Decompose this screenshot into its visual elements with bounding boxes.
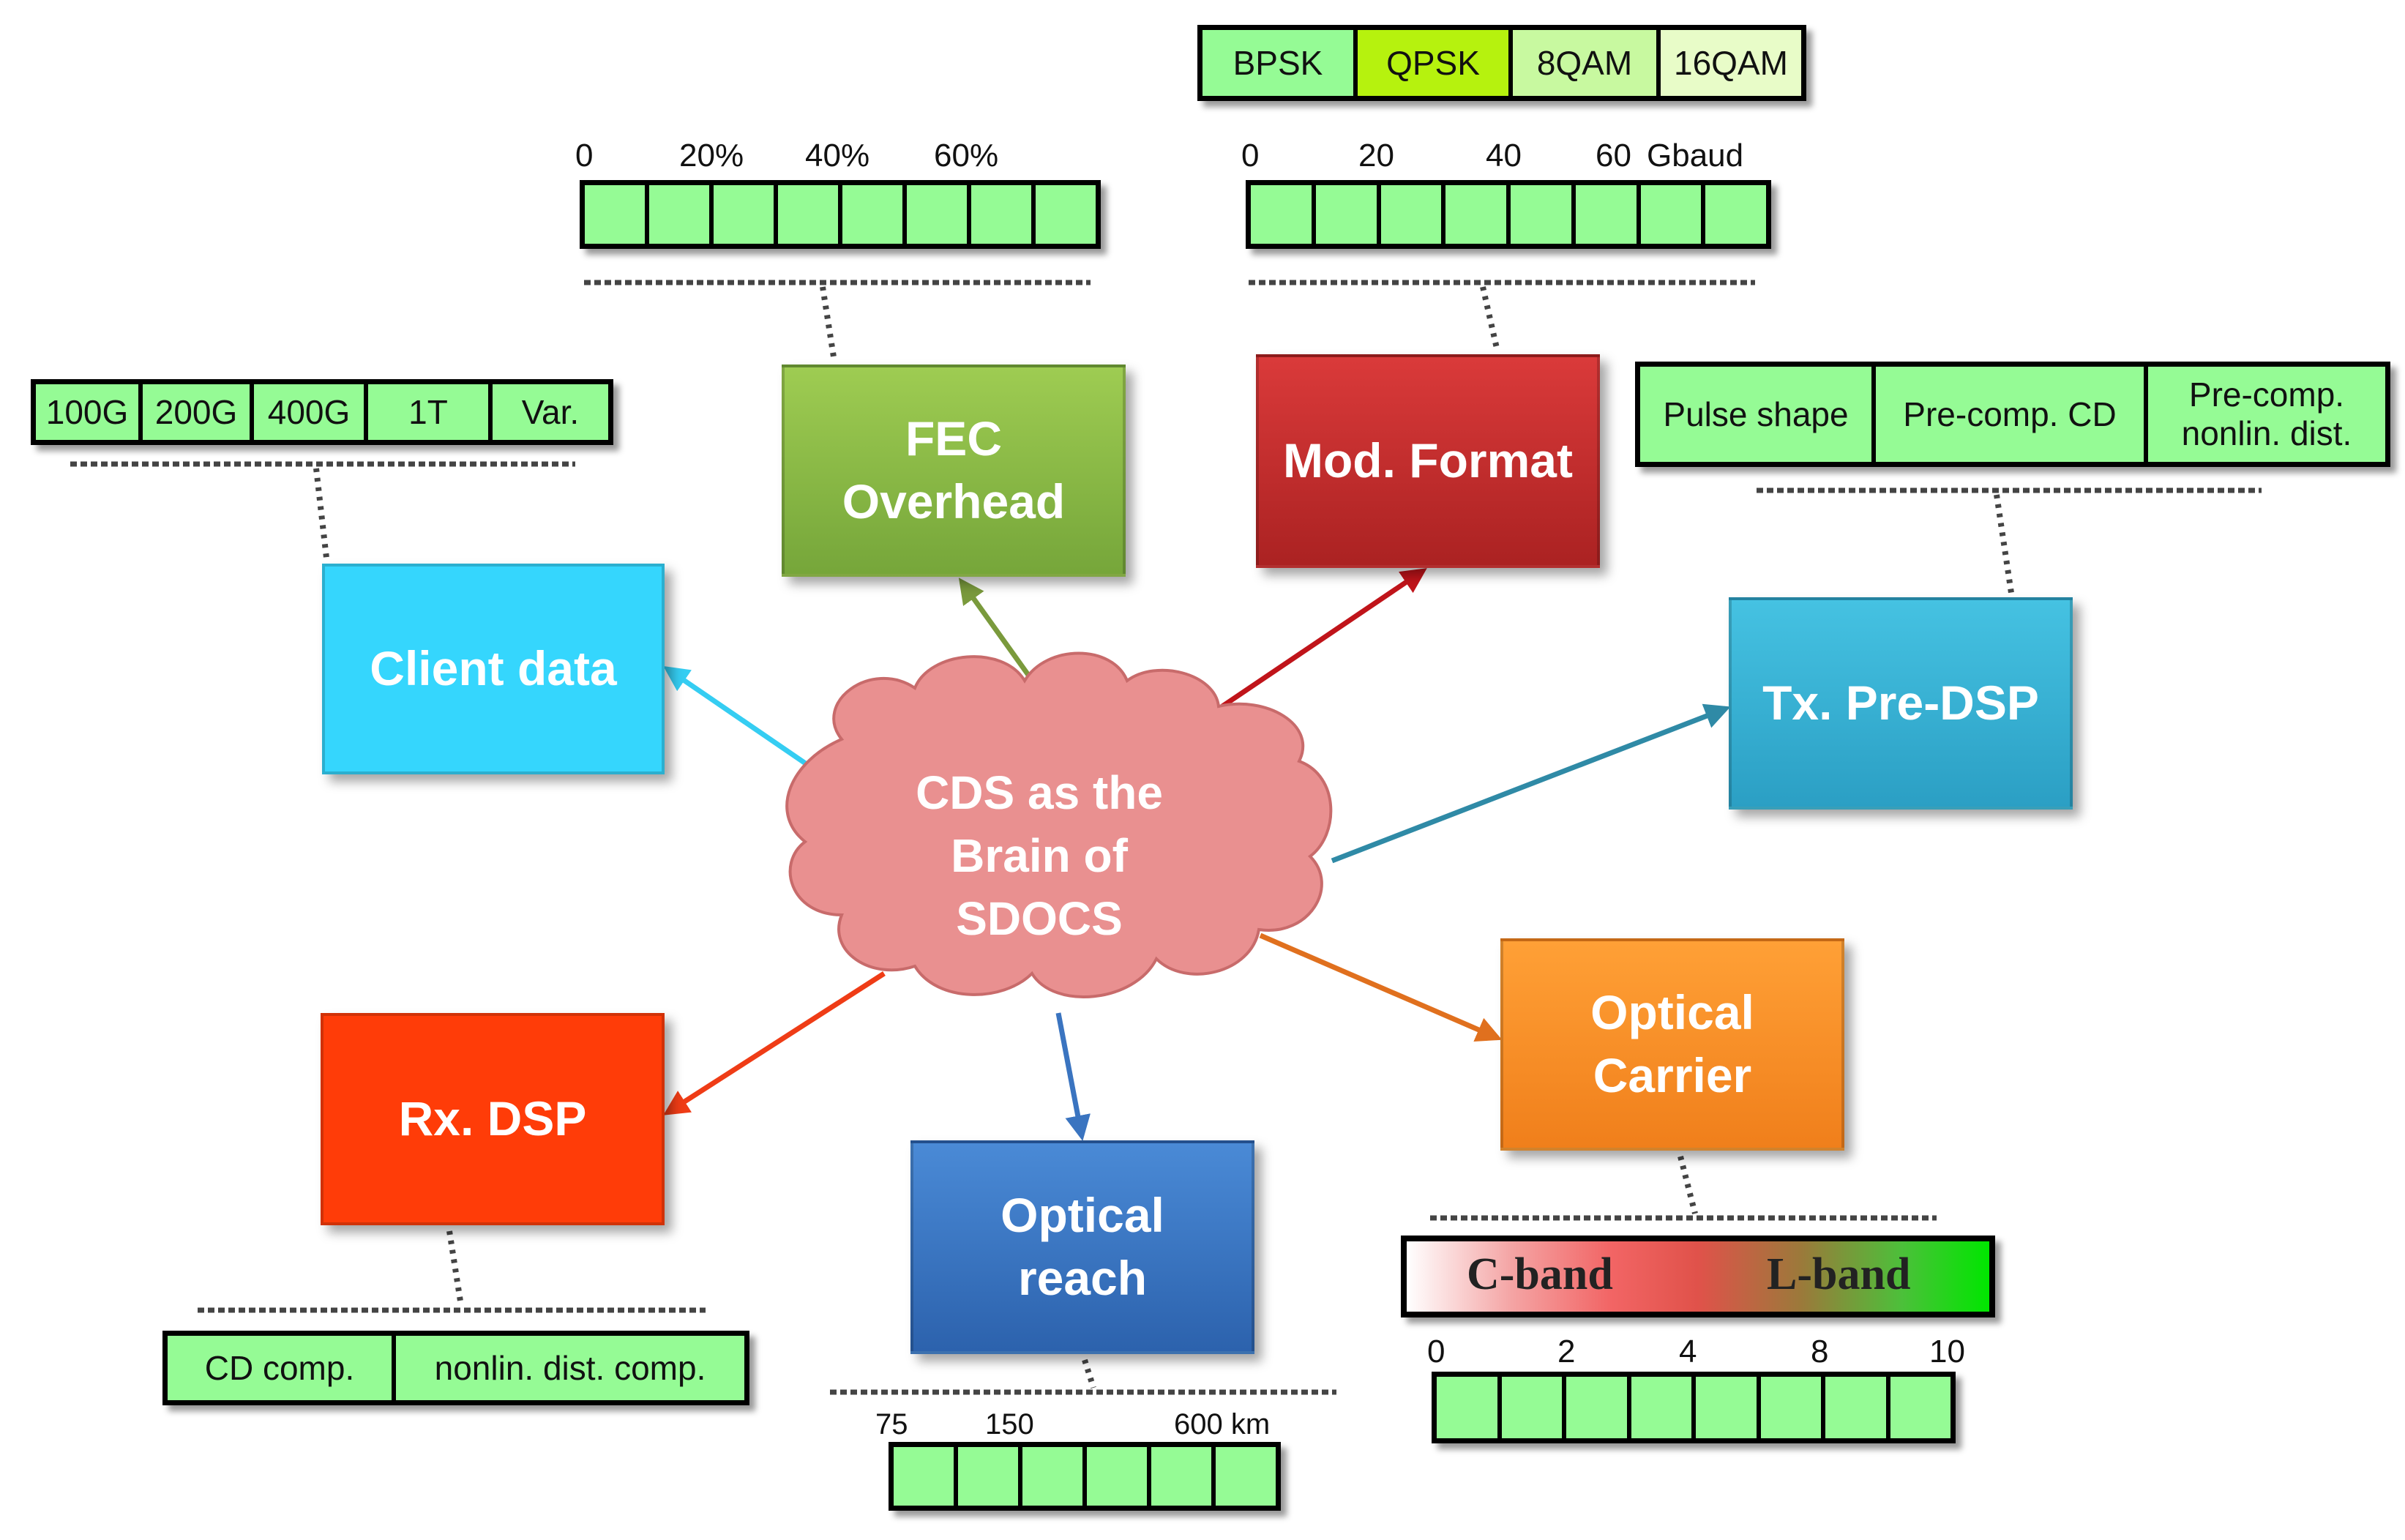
reach-scale-cell[interactable] xyxy=(1216,1447,1276,1506)
carrier-scale-cell[interactable] xyxy=(1696,1377,1761,1438)
tx-option[interactable]: Pulse shape xyxy=(1640,367,1876,462)
c-band-label: C-band xyxy=(1467,1249,1613,1299)
baud-scale-cell[interactable] xyxy=(1705,185,1766,244)
carrier-scale-cell[interactable] xyxy=(1890,1377,1950,1438)
baud-tick: 20 xyxy=(1358,138,1394,173)
reach-scale-cell[interactable] xyxy=(894,1447,958,1506)
carrier-tick: 0 xyxy=(1427,1334,1445,1369)
baud-tick: 60 xyxy=(1596,138,1631,173)
carrier-scale-bar xyxy=(1432,1372,1956,1443)
mod-formats-bar: BPSK QPSK 8QAM 16QAM xyxy=(1197,25,1806,101)
rx-option[interactable]: nonlin. dist. comp. xyxy=(396,1336,744,1400)
baud-scale-cell[interactable] xyxy=(1315,185,1381,244)
baud-tick: 0 xyxy=(1241,138,1260,173)
baud-scale-cell[interactable] xyxy=(1575,185,1641,244)
fec-scale-cell[interactable] xyxy=(842,185,907,244)
arrow-to-mod xyxy=(1221,568,1427,709)
dotted-connectors xyxy=(313,286,2014,1389)
client-options-bar: 100G 200G 400G 1T Var. xyxy=(31,379,613,445)
optical-carrier-node[interactable]: Optical Carrier xyxy=(1500,938,1844,1151)
center-cloud-label: CDS as the Brain of SDOCS xyxy=(916,766,1163,945)
rx-options-bar: CD comp. nonlin. dist. comp. xyxy=(162,1331,749,1405)
rx-dsp-node[interactable]: Rx. DSP xyxy=(321,1013,665,1225)
l-band-label: L-band xyxy=(1767,1249,1911,1299)
baud-unit: Gbaud xyxy=(1647,138,1744,173)
arrow-to-tx xyxy=(1331,703,1731,864)
fec-scale-cell[interactable] xyxy=(585,185,649,244)
baud-scale-cell[interactable] xyxy=(1380,185,1446,244)
baud-scale-cell[interactable] xyxy=(1511,185,1576,244)
fec-scale-cell[interactable] xyxy=(907,185,971,244)
tx-pre-dsp-node[interactable]: Tx. Pre-DSP xyxy=(1729,597,2073,810)
reach-scale-cell[interactable] xyxy=(1087,1447,1151,1506)
fec-tick: 40% xyxy=(805,138,870,173)
baud-scale-bar xyxy=(1246,180,1771,249)
carrier-tick: 8 xyxy=(1811,1334,1829,1369)
reach-tick: 75 xyxy=(875,1408,908,1440)
arrow-to-rx xyxy=(663,971,886,1115)
fec-scale-bar xyxy=(580,180,1101,249)
carrier-scale-cell[interactable] xyxy=(1825,1377,1890,1438)
carrier-scale-cell[interactable] xyxy=(1501,1377,1566,1438)
reach-tick: 150 xyxy=(985,1408,1034,1440)
reach-scale-cell[interactable] xyxy=(1022,1447,1087,1506)
reach-tick: 600 km xyxy=(1174,1408,1271,1440)
reach-scale-cell[interactable] xyxy=(1151,1447,1216,1506)
baud-scale-cell[interactable] xyxy=(1251,185,1316,244)
fec-tick: 0 xyxy=(575,138,594,173)
fec-scale-cell[interactable] xyxy=(971,185,1036,244)
carrier-scale-cell[interactable] xyxy=(1631,1377,1696,1438)
fec-tick: 60% xyxy=(934,138,999,173)
mod-format-option[interactable]: QPSK xyxy=(1358,30,1513,96)
mod-format-option[interactable]: BPSK xyxy=(1202,30,1358,96)
baud-scale-cell[interactable] xyxy=(1445,185,1511,244)
carrier-tick: 10 xyxy=(1929,1334,1965,1369)
carrier-scale-cell[interactable] xyxy=(1760,1377,1825,1438)
fec-scale-cell[interactable] xyxy=(649,185,714,244)
arrow-to-carrier xyxy=(1259,932,1503,1042)
mod-format-option[interactable]: 16QAM xyxy=(1661,30,1801,96)
wavelength-band-bar: C-band L-band xyxy=(1401,1236,1995,1317)
fec-overhead-node[interactable]: FEC Overhead xyxy=(782,365,1126,577)
dashed-lines xyxy=(70,280,2262,1395)
tx-option[interactable]: Pre-comp. nonlin. dist. xyxy=(2148,367,2385,462)
tx-options-bar: Pulse shape Pre-comp. CD Pre-comp. nonli… xyxy=(1635,362,2390,467)
center-cloud xyxy=(785,651,1333,999)
mod-format-node[interactable]: Mod. Format xyxy=(1256,354,1600,568)
reach-scale-cell[interactable] xyxy=(958,1447,1022,1506)
carrier-tick: 4 xyxy=(1679,1334,1697,1369)
mod-format-option[interactable]: 8QAM xyxy=(1513,30,1661,96)
arrow-to-reach xyxy=(1055,1012,1091,1141)
carrier-scale-cell[interactable] xyxy=(1437,1377,1502,1438)
optical-reach-node[interactable]: Optical reach xyxy=(910,1140,1254,1354)
baud-scale-cell[interactable] xyxy=(1640,185,1706,244)
client-data-node[interactable]: Client data xyxy=(322,564,665,774)
carrier-tick: 2 xyxy=(1557,1334,1576,1369)
client-option[interactable]: 400G xyxy=(254,384,368,440)
carrier-scale-cell[interactable] xyxy=(1566,1377,1631,1438)
fec-scale-cell[interactable] xyxy=(1036,185,1096,244)
fec-scale-cell[interactable] xyxy=(778,185,842,244)
rx-option[interactable]: CD comp. xyxy=(168,1336,396,1400)
tx-option[interactable]: Pre-comp. CD xyxy=(1876,367,2148,462)
client-option[interactable]: 1T xyxy=(368,384,493,440)
client-option[interactable]: 100G xyxy=(36,384,143,440)
reach-scale-bar xyxy=(889,1442,1281,1511)
client-option[interactable]: Var. xyxy=(493,384,608,440)
baud-tick: 40 xyxy=(1486,138,1522,173)
fec-tick: 20% xyxy=(679,138,744,173)
client-option[interactable]: 200G xyxy=(143,384,254,440)
fec-scale-cell[interactable] xyxy=(714,185,778,244)
